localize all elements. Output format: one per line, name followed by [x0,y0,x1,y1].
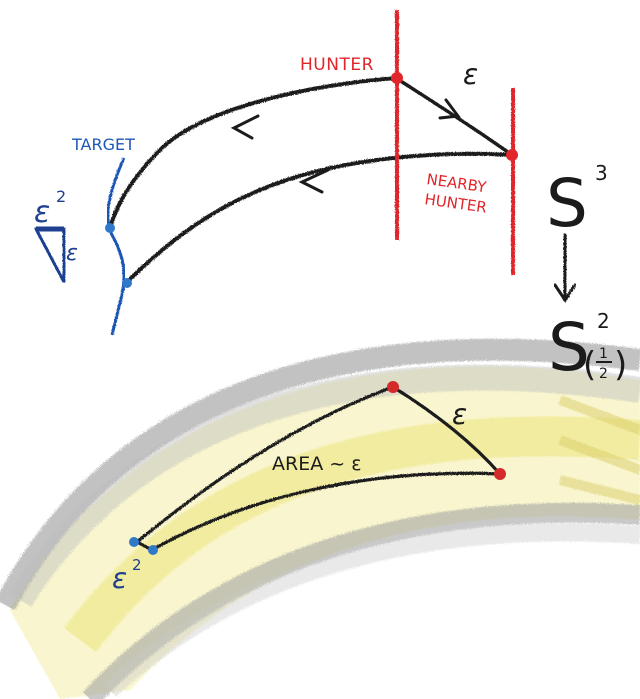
target-label: TARGET [71,135,135,154]
eps-squared-bottom-exp: 2 [132,556,142,574]
s2-paren-open: ( [583,345,596,385]
arrowhead-upper [230,114,260,140]
triangle-vertex-right [494,468,506,480]
s2-sub-den: 2 [599,366,608,382]
target-curve [106,157,126,336]
target-dot-lower [122,278,132,288]
sphere-band [0,338,640,699]
arrowhead-epsilon [438,98,461,120]
epsilon-top-label: ε [463,58,478,91]
eps-squared-top: ε [34,195,50,230]
hunter-lines [395,10,515,275]
hunter-curves [108,76,514,284]
area-label: AREA ~ ε [272,453,361,475]
hunter-label: HUNTER [300,55,374,75]
curve-arrowheads [230,98,461,194]
triangle-lower-edge [150,471,502,552]
map-arrow [553,233,577,303]
epsilon-segment [394,76,514,157]
target-dot-upper [105,223,115,233]
s2-paren-close: ) [614,345,627,385]
eps-squared-top-exp: 2 [56,187,66,206]
triangle-right-edge [391,385,502,476]
nearby-hunter-dot [506,149,518,161]
s2-base: S [548,309,590,386]
wedge-icon [33,227,66,283]
s3-base: S [546,165,588,242]
epsilon-bottom-label: ε [452,398,467,431]
s2-exp: 2 [597,309,610,333]
hunter-dot [391,72,403,84]
eps-side-label: ε [66,241,78,266]
arrowhead-lower [298,168,330,194]
triangle-vertex-left-a [129,537,139,547]
triangle-vertex-left-b [148,545,158,555]
s2-sub-num: 1 [599,346,608,362]
triangle-vertex-top [387,381,399,393]
eps-squared-bottom: ε [112,562,127,595]
s3-exp: 3 [595,161,608,185]
hunter-geodesic [108,76,398,230]
triangle-upper-edge [135,385,395,544]
nearby-geodesic [125,151,514,284]
